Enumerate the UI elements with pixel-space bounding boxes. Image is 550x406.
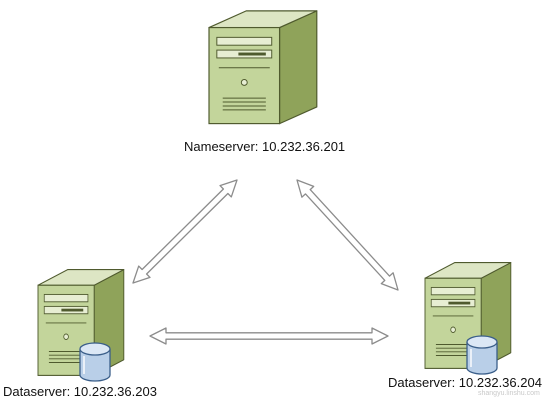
dataserver-left-label: Dataserver: 10.232.36.203	[3, 384, 157, 399]
dataserver-right-label: Dataserver: 10.232.36.204	[388, 375, 542, 390]
watermark-text: shangyu.linshu.com	[478, 390, 540, 397]
nameserver-label: Nameserver: 10.232.36.201	[184, 139, 346, 154]
arrow-nameserver-to-dataserver-left	[132, 179, 238, 284]
arrow-nameserver-to-dataserver-right	[296, 179, 399, 291]
arrow-dataserver-left-to-dataserver-right	[149, 327, 389, 345]
nameserver-server-icon	[208, 10, 318, 125]
dataserver-right-database-icon	[466, 335, 498, 375]
dataserver-left-database-icon	[79, 342, 111, 382]
